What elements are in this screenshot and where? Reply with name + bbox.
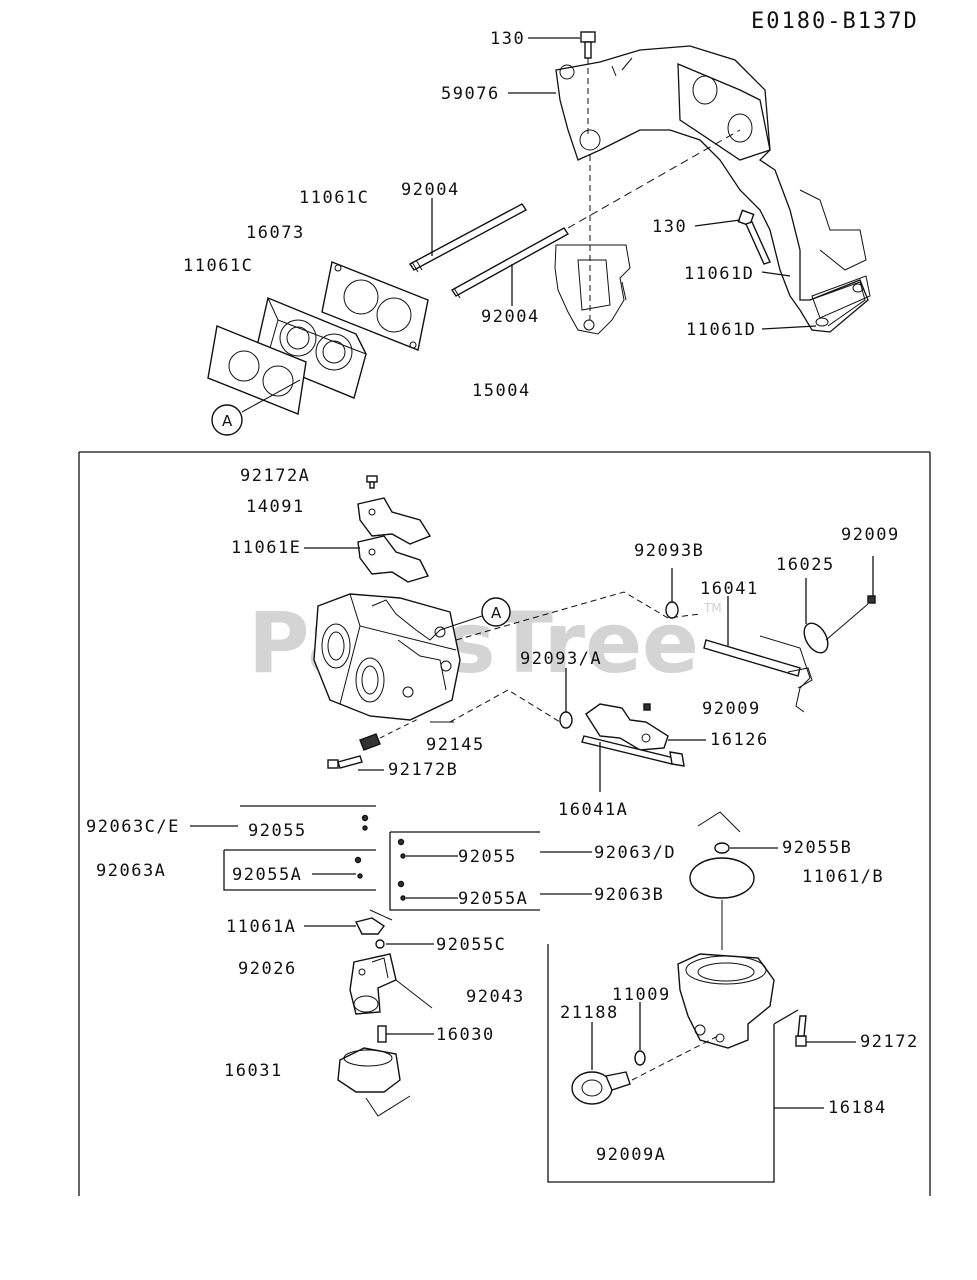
label-92063a: 92063A — [96, 861, 166, 881]
label-92004-a: 92004 — [401, 180, 460, 200]
throttle-valve-16025 — [803, 578, 869, 654]
bracket-16184 — [547, 944, 824, 1183]
intake-manifold — [555, 45, 869, 333]
label-92055a: 92055A — [232, 865, 302, 885]
jet-group-left — [190, 805, 376, 891]
oring-92055b — [697, 811, 778, 854]
stud-92004-lower — [450, 227, 570, 299]
svg-text:A: A — [222, 412, 233, 430]
carburetor-assembly-frame — [78, 451, 931, 1196]
label-11061d-b: 11061D — [686, 320, 756, 340]
upper-leaders — [431, 37, 817, 330]
jet-group-right — [389, 831, 592, 911]
label-16031: 16031 — [224, 1061, 283, 1081]
label-92063b: 92063B — [594, 885, 664, 905]
gasket-11061a — [304, 909, 393, 935]
screw-92172b — [327, 755, 384, 771]
label-11061e: 11061E — [231, 538, 301, 558]
carburetor-body — [313, 593, 461, 721]
diagram-code: E0180-B137D — [751, 9, 919, 34]
label-130-right: 130 — [652, 217, 687, 237]
label-11061c-b: 11061C — [183, 256, 253, 276]
label-16030: 16030 — [436, 1025, 495, 1045]
label-16126: 16126 — [710, 730, 769, 750]
throttle-shaft-guides — [430, 591, 701, 723]
label-21188: 21188 — [560, 1003, 619, 1023]
choke-shaft-16041a — [581, 735, 685, 792]
washer-11009 — [634, 1002, 646, 1066]
valve-16030 — [377, 1025, 434, 1043]
label-92145: 92145 — [426, 735, 485, 755]
label-16025: 16025 — [776, 555, 835, 575]
throttle-shaft-16041 — [703, 596, 813, 713]
label-16041a: 16041A — [558, 800, 628, 820]
float-bowl-16031 — [337, 1047, 411, 1117]
label-92172b: 92172B — [388, 760, 458, 780]
washer-92093a — [559, 668, 573, 729]
label-92055c: 92055C — [436, 935, 506, 955]
spring-92145 — [359, 717, 421, 751]
bolt-130-top — [580, 31, 596, 59]
label-92055-b: 92055 — [458, 847, 517, 867]
label-11061b: 11061/B — [802, 867, 884, 887]
float-bowl-body — [677, 953, 775, 1049]
label-92055: 92055 — [248, 821, 307, 841]
label-92172: 92172 — [860, 1032, 919, 1052]
label-92043: 92043 — [466, 987, 525, 1007]
label-92004-b: 92004 — [481, 307, 540, 327]
screw-92009 — [867, 556, 876, 604]
label-92009-b: 92009 — [702, 699, 761, 719]
solenoid-21188 — [571, 1022, 631, 1105]
label-15004: 15004 — [472, 381, 531, 401]
label-92063ce: 92063C/E — [86, 817, 180, 837]
label-92063d: 92063/D — [594, 843, 676, 863]
fuel-bowl-92026 — [349, 953, 433, 1015]
manifold-gasket-outline — [554, 244, 631, 335]
callout-a-top: A — [211, 379, 301, 436]
gasket-11061e — [357, 535, 429, 583]
label-92172a: 92172A — [240, 466, 310, 486]
callout-a-bottom: A — [439, 597, 511, 631]
screw-92172 — [795, 1015, 856, 1047]
label-16073: 16073 — [246, 223, 305, 243]
watermark-trademark: TM — [703, 601, 722, 615]
bolt-130-right — [737, 209, 771, 265]
label-92009: 92009 — [841, 525, 900, 545]
label-59076: 59076 — [441, 84, 500, 104]
label-92093a: 92093/A — [520, 649, 602, 669]
label-92009a: 92009A — [596, 1145, 666, 1165]
label-92055a-b: 92055A — [458, 889, 528, 909]
label-92026: 92026 — [238, 959, 297, 979]
washer-92093b — [665, 568, 679, 619]
label-11009: 11009 — [612, 985, 671, 1005]
label-92055b: 92055B — [782, 838, 852, 858]
oring-92055c — [375, 939, 434, 949]
gasket-11061b — [689, 857, 755, 899]
gasket-11061c-lower — [207, 325, 307, 415]
label-16041: 16041 — [700, 579, 759, 599]
label-92093b: 92093B — [634, 541, 704, 561]
label-11061d-a: 11061D — [684, 264, 754, 284]
label-14091: 14091 — [246, 497, 305, 517]
gasket-11061d — [811, 275, 871, 319]
label-11061a: 11061A — [226, 917, 296, 937]
svg-text:A: A — [491, 604, 502, 622]
choke-lever-16126 — [585, 703, 706, 751]
label-130-top: 130 — [490, 29, 525, 49]
label-16184: 16184 — [828, 1098, 887, 1118]
label-11061c-a: 11061C — [299, 188, 369, 208]
gasket-11061c-upper — [321, 261, 429, 351]
plate-14091 — [357, 497, 432, 545]
stud-92004-upper — [408, 203, 528, 273]
screw-92172a — [366, 475, 378, 489]
